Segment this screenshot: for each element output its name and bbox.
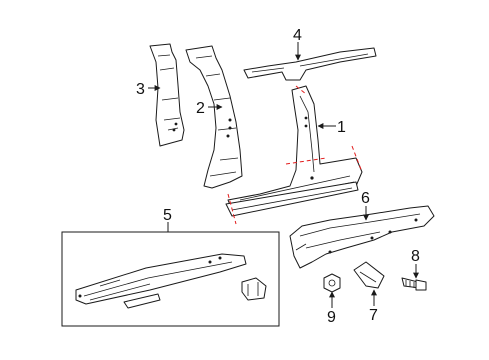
part-7-bracket[interactable] [353,261,385,289]
callout-5: 5 [163,207,172,224]
callout-9: 9 [327,309,336,326]
part-5-group-box[interactable] [61,231,280,327]
part-2-center-pillar[interactable] [185,45,243,189]
part-6-rocker-inner[interactable] [289,205,435,269]
callout-2: 2 [196,100,205,117]
cut-lines [227,85,363,225]
callout-8: 8 [411,248,420,265]
callout-7: 7 [369,307,378,324]
part-3-pillar-inner[interactable] [149,43,185,147]
callout-1: 1 [337,119,346,136]
part-4-roof-side-rail[interactable] [243,47,377,81]
part-9-nut[interactable] [323,273,341,293]
part-8-bolt[interactable] [401,277,427,291]
callout-6: 6 [361,190,370,207]
callout-3: 3 [136,81,145,98]
leader-lines [148,42,419,308]
callout-4: 4 [293,27,302,44]
rocker-extension[interactable] [225,181,359,217]
